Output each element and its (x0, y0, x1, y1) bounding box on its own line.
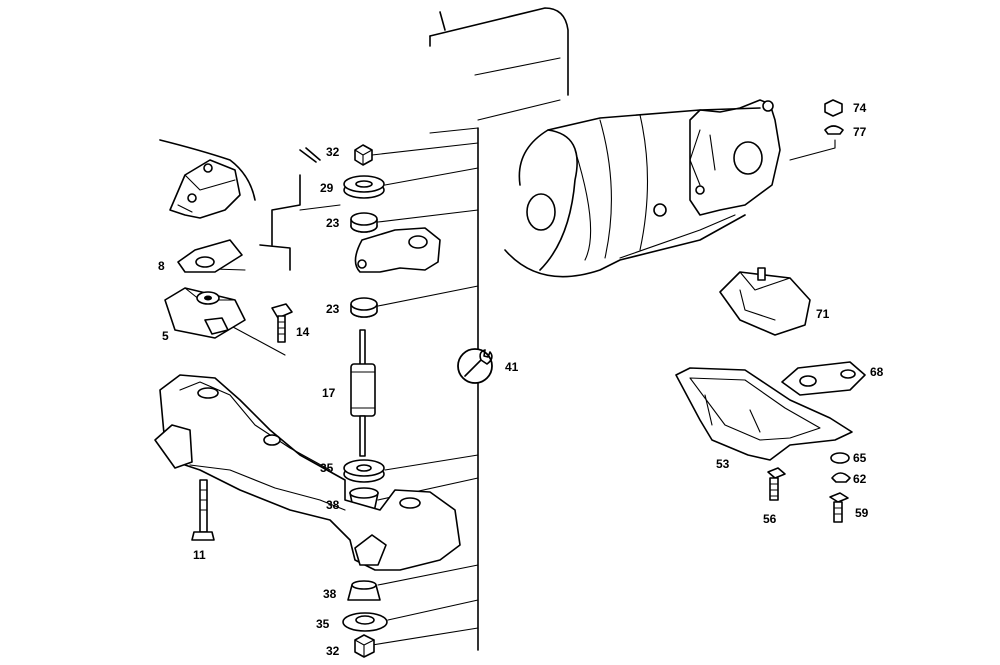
callout-74: 74 (853, 101, 867, 115)
part-71-mount (719, 267, 811, 336)
part-14-bolt (271, 303, 293, 343)
callout-32-bottom: 32 (326, 644, 340, 658)
part-32-nut-top (354, 144, 373, 166)
part-23-bushing-upper (350, 212, 378, 233)
callout-62: 62 (853, 472, 867, 486)
callout-65: 65 (853, 451, 867, 465)
engine-transmission-outline (159, 7, 836, 278)
callout-14: 14 (296, 325, 310, 339)
callout-59: 59 (855, 506, 869, 520)
callout-8: 8 (158, 259, 165, 273)
callout-23-upper: 23 (326, 216, 340, 230)
callout-35-upper: 35 (320, 461, 334, 475)
part-77-washer (824, 125, 844, 135)
callout-71: 71 (816, 307, 830, 321)
callout-11: 11 (193, 548, 206, 562)
part-29-washer (343, 175, 385, 199)
part-8-plate (177, 239, 243, 273)
callout-56: 56 (763, 512, 777, 526)
callout-38-upper: 38 (326, 498, 340, 512)
part-74-nut (824, 99, 843, 117)
crossmember (154, 374, 461, 571)
reference-line (429, 127, 479, 651)
callout-23-lower: 23 (326, 302, 340, 316)
part-23-bushing-lower (350, 297, 378, 318)
callout-53: 53 (716, 457, 730, 471)
part-35-washer-lower (342, 612, 388, 632)
part-17-shock-absorber (350, 329, 376, 457)
callout-77: 77 (853, 125, 867, 139)
part-35-washer-upper (343, 459, 385, 483)
part-11-bolt (191, 479, 215, 541)
callout-41: 41 (505, 360, 519, 374)
part-62-spacer (831, 472, 851, 483)
engine-bracket (169, 159, 241, 219)
mount-bracket-center (354, 227, 441, 273)
callout-5: 5 (162, 329, 169, 343)
callout-32-top: 32 (326, 145, 340, 159)
callout-68: 68 (870, 365, 884, 379)
callout-17: 17 (322, 386, 336, 400)
callout-35-lower: 35 (316, 617, 330, 631)
part-38-bushing-lower (347, 580, 381, 601)
part-59-bolt (829, 492, 849, 523)
part-68-bracket (781, 361, 866, 396)
part-5-engine-mount (164, 287, 246, 339)
part-53-crossmember (675, 367, 853, 461)
part-32-nut-bottom (354, 634, 375, 658)
callout-29: 29 (320, 181, 334, 195)
part-56-bolt (767, 467, 786, 501)
callout-38-lower: 38 (323, 587, 337, 601)
part-65-washer (830, 452, 850, 464)
wrench-icon (457, 348, 493, 384)
